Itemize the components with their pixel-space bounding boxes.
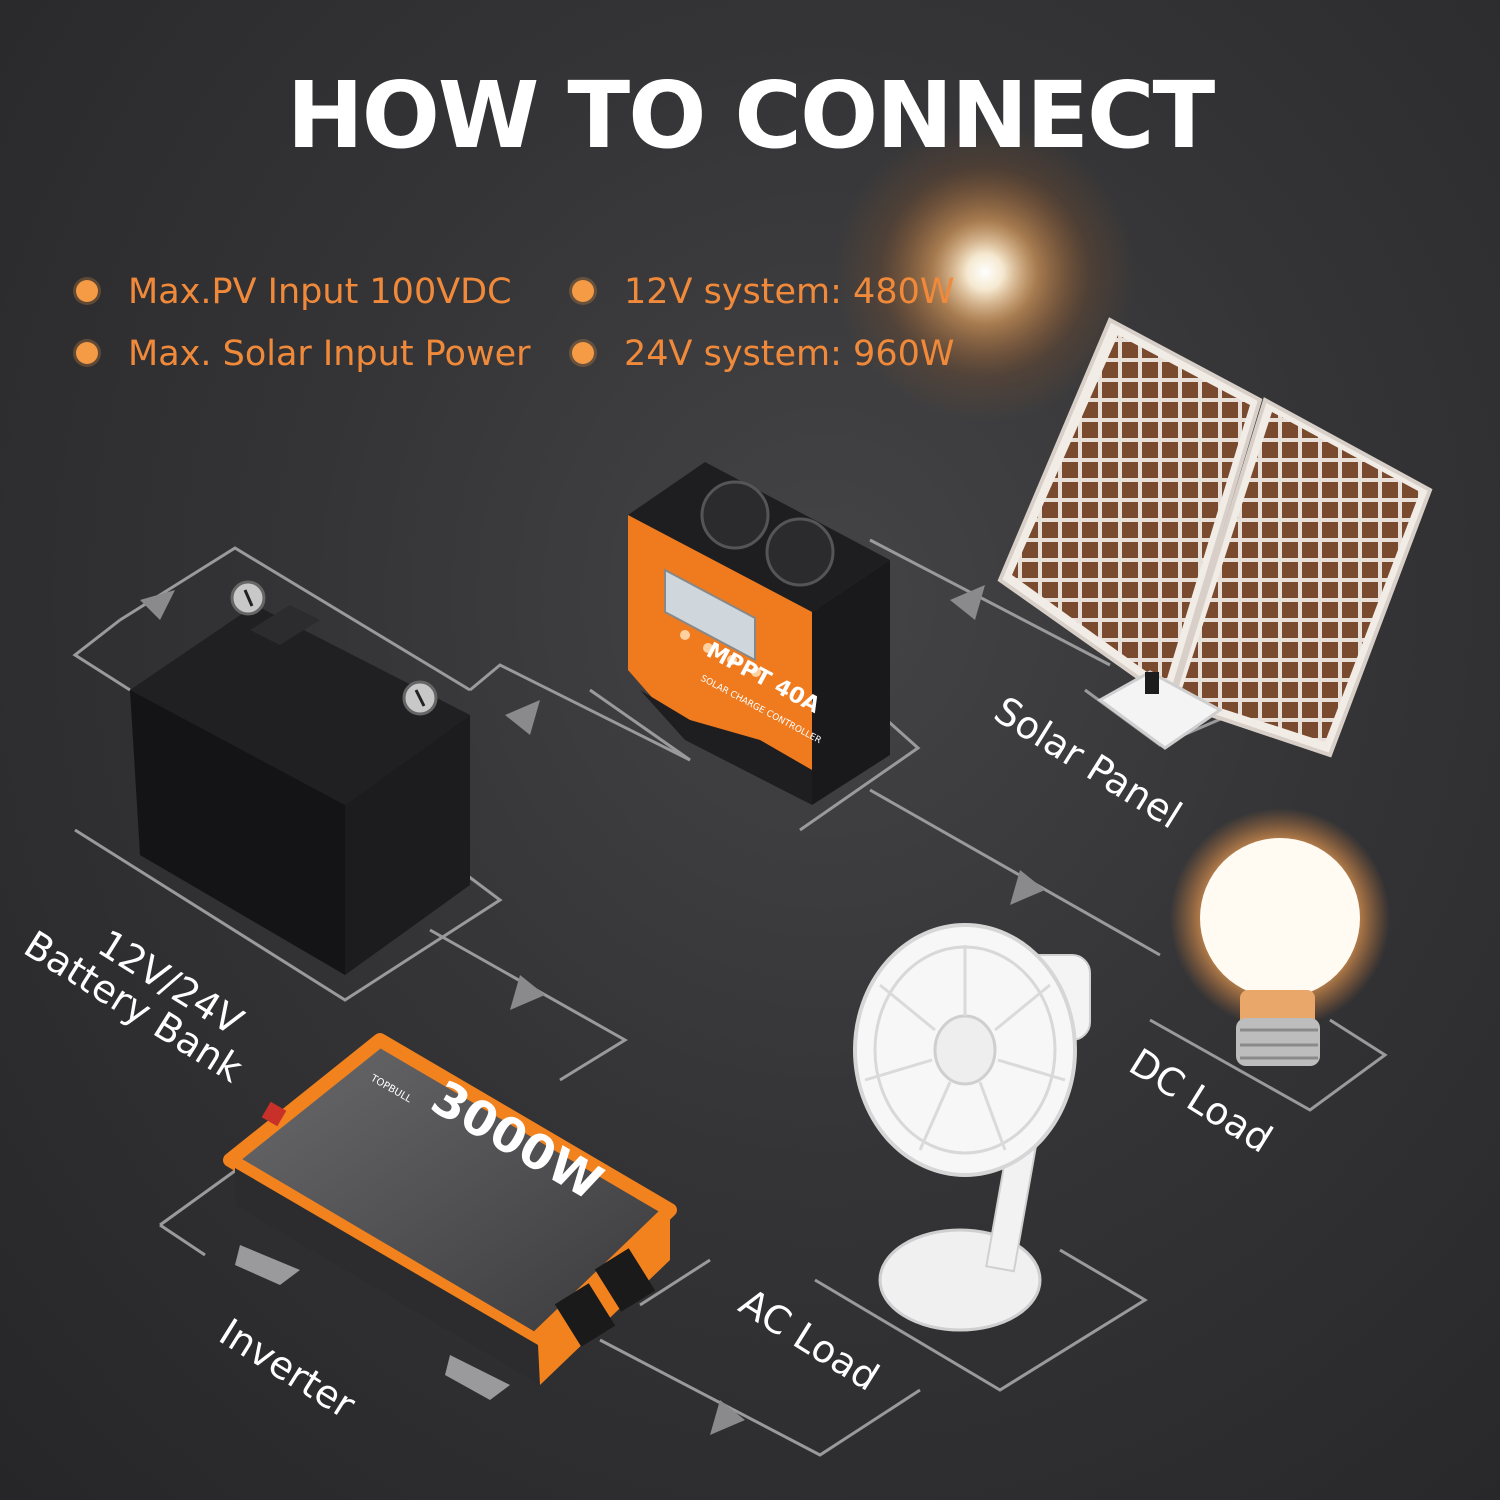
spec-item: 12V system: 480W [572,272,955,312]
arrow-icon [505,700,540,735]
spec-text: Max. Solar Input Power [128,334,531,374]
line-battery-to-inverter [429,928,628,1082]
spec-item: Max.PV Input 100VDC [76,272,512,312]
fan-icon [700,480,770,550]
flow-arrows [140,585,1045,1435]
line-inverter-to-ac [599,1338,921,1457]
line-battery-left [72,618,131,692]
battery-bank [130,580,470,975]
fan-icon [765,517,835,587]
line-controller-to-battery [469,663,691,762]
inverter: 3000W TOPBULL [223,1033,677,1400]
spec-text: Max.PV Input 100VDC [128,272,512,312]
sun-glow-icon [835,122,1135,422]
ac-outlet [554,1283,616,1347]
line-dc-base [1149,1018,1388,1112]
dc-load-bulb [1170,808,1390,1066]
ac-outlet [594,1248,656,1312]
bullet-dot-icon [572,342,594,364]
bullet-dot-icon [572,280,594,302]
page-title: HOW TO CONNECT [286,62,1216,169]
line-inverter-base [159,1223,206,1257]
inverter-switch [261,1101,287,1127]
bullet-dot-icon [76,280,98,302]
charge-controller: MPPT 40A SOLAR CHARGE CONTROLLER [628,462,890,805]
solar-panel [997,317,1433,758]
spec-text: 24V system: 960W [624,334,955,374]
arrow-icon [140,590,175,620]
ac-load-fan [853,923,1091,1332]
bullet-dot-icon [76,342,98,364]
spec-text: 12V system: 480W [624,272,955,312]
line-controller-left [589,688,691,762]
line-controller-to-dc [869,788,1161,957]
arrow-icon [710,1400,745,1435]
line-inverter-right [639,1258,711,1307]
arrow-icon [950,585,985,620]
spec-item: Max. Solar Input Power [76,334,531,374]
line-panel-to-controller [869,538,1111,667]
arrow-icon [1010,870,1045,905]
arrow-icon [510,975,545,1010]
line-ac-base [814,1248,1148,1392]
line-battery-bottom [74,828,503,1002]
spec-item: 24V system: 960W [572,334,955,374]
